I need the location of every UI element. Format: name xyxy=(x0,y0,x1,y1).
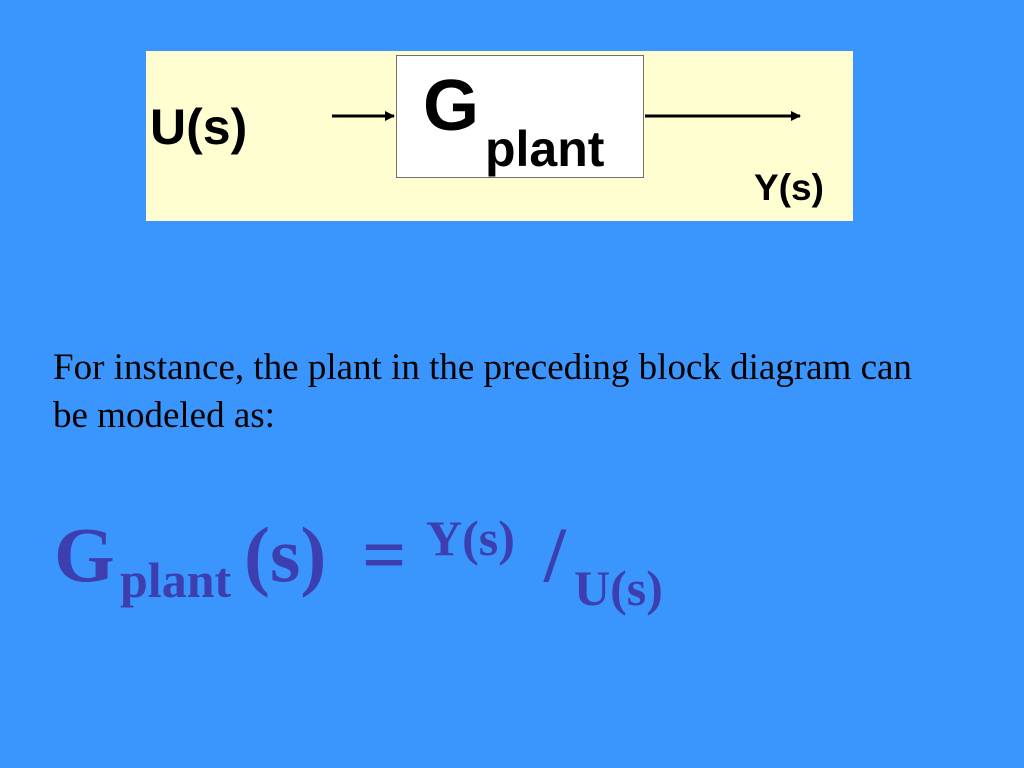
formula-g-symbol: G xyxy=(54,511,115,598)
block-diagram-panel: U(s) G plant Y(s) xyxy=(146,51,853,221)
formula-numerator: Y(s) xyxy=(426,510,515,566)
plant-subscript: plant xyxy=(485,121,605,177)
plant-block: G plant xyxy=(396,55,644,178)
input-signal-label: U(s) xyxy=(150,99,248,155)
transfer-function-formula: G plant (s) = Y(s) / U(s) xyxy=(54,502,754,632)
formula-g-subscript: plant xyxy=(120,552,232,608)
explanation-text: For instance, the plant in the preceding… xyxy=(53,347,912,436)
output-signal-label: Y(s) xyxy=(754,167,824,208)
formula-slash: / xyxy=(544,511,566,598)
formula-equals: = xyxy=(362,511,407,598)
formula-argument: (s) xyxy=(244,511,327,598)
signal-arrows xyxy=(332,111,801,121)
formula-denominator: U(s) xyxy=(574,560,663,616)
plant-symbol: G xyxy=(423,66,480,146)
